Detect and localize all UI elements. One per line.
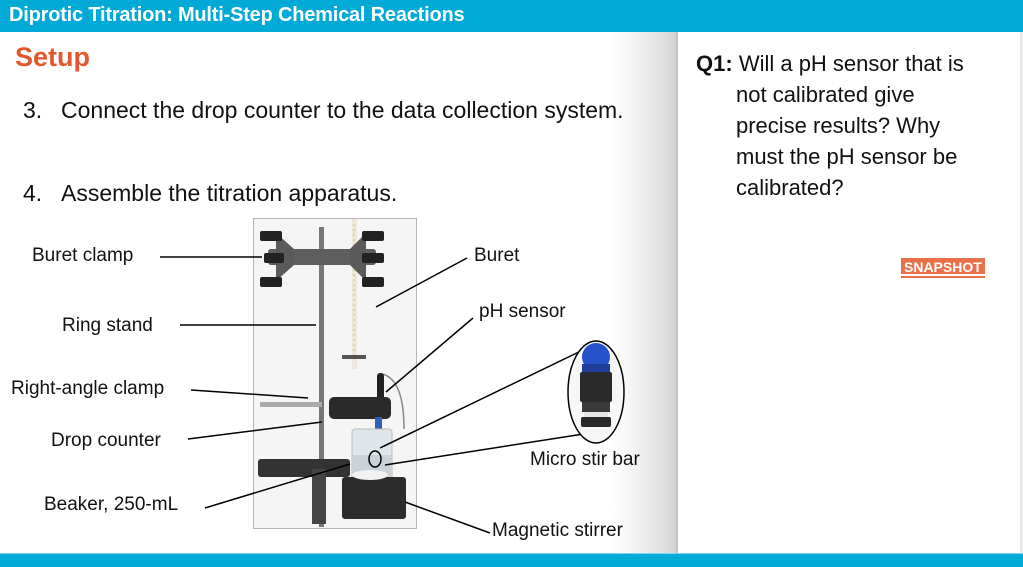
step-number: 4. bbox=[23, 180, 43, 206]
label-right-angle-clamp: Right-angle clamp bbox=[11, 378, 165, 399]
step-3: 3. Connect the drop counter to the data … bbox=[23, 94, 624, 158]
question-line: calibrated? bbox=[736, 175, 844, 200]
label-drop-counter: Drop counter bbox=[51, 430, 161, 451]
slide-title: Diprotic Titration: Multi-Step Chemical … bbox=[9, 4, 465, 26]
label-ph-sensor: pH sensor bbox=[479, 301, 566, 322]
question-line: must the pH sensor be bbox=[736, 144, 958, 169]
section-title: Setup bbox=[15, 42, 91, 72]
question-line: not calibrated give bbox=[736, 82, 915, 107]
apparatus-photo bbox=[253, 218, 417, 529]
question-line: precise results? Why bbox=[736, 113, 941, 138]
question-q1: Q1: Will a pH sensor that is not calibra… bbox=[696, 48, 1016, 203]
label-ring-stand: Ring stand bbox=[62, 315, 153, 336]
step-text: Assemble the titration apparatus. bbox=[61, 180, 398, 206]
label-magnetic-stirrer: Magnetic stirrer bbox=[492, 520, 623, 541]
label-buret-clamp: Buret clamp bbox=[32, 245, 134, 266]
label-beaker: Beaker, 250-mL bbox=[44, 494, 179, 515]
footer-bar bbox=[0, 553, 1023, 567]
step-number: 3. bbox=[23, 97, 43, 123]
right-edge-strip bbox=[1020, 32, 1023, 553]
stir-bar-inset bbox=[567, 340, 625, 444]
label-micro-stir-bar: Micro stir bar bbox=[530, 449, 640, 470]
panel-divider-edge bbox=[676, 32, 678, 553]
title-bar: Diprotic Titration: Multi-Step Chemical … bbox=[0, 0, 1023, 32]
step-4: 4. Assemble the titration apparatus. bbox=[23, 177, 623, 209]
step-text: Connect the drop counter to the data col… bbox=[61, 97, 624, 123]
panel-divider bbox=[612, 32, 678, 553]
snapshot-badge[interactable]: SNAPSHOT bbox=[901, 258, 985, 278]
question-line: Will a pH sensor that is bbox=[738, 51, 964, 76]
label-buret: Buret bbox=[474, 245, 520, 266]
apparatus-illustration bbox=[254, 219, 416, 528]
question-label: Q1: bbox=[696, 51, 733, 76]
